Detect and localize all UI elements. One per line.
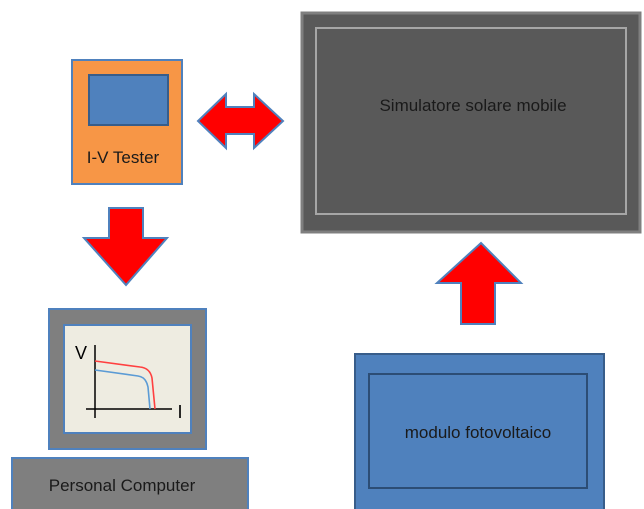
- simulator-label: Simulatore solare mobile: [379, 96, 566, 115]
- pc-label: Personal Computer: [49, 476, 196, 495]
- double-arrow-icon: [196, 91, 285, 151]
- iv-curve-red: [94, 360, 156, 410]
- iv-curve-blue: [94, 369, 151, 410]
- simulator-outer-box: [300, 11, 642, 234]
- module-outer-box: [354, 353, 605, 509]
- module-inner-frame: [368, 373, 588, 489]
- pc-monitor-screen: [63, 324, 192, 434]
- iv-curve-graph: V I: [75, 343, 183, 422]
- solar-simulator: Simulatore solare mobile: [300, 11, 642, 234]
- tester-label: I-V Tester: [87, 148, 160, 167]
- up-arrow-icon: [434, 241, 524, 325]
- pv-module: modulo fotovoltaico: [354, 353, 605, 509]
- down-arrow-icon: [81, 207, 170, 287]
- module-label: modulo fotovoltaico: [405, 423, 551, 442]
- iv-tester: I-V Tester: [71, 59, 183, 185]
- graph-i-label: I: [177, 402, 182, 422]
- tester-screen: [88, 74, 169, 126]
- pc-base-box: [11, 457, 249, 509]
- graph-v-label: V: [75, 343, 87, 363]
- simulator-inner-frame: [315, 27, 627, 215]
- pc-base: Personal Computer: [11, 457, 249, 509]
- pc-monitor: V I: [48, 308, 207, 450]
